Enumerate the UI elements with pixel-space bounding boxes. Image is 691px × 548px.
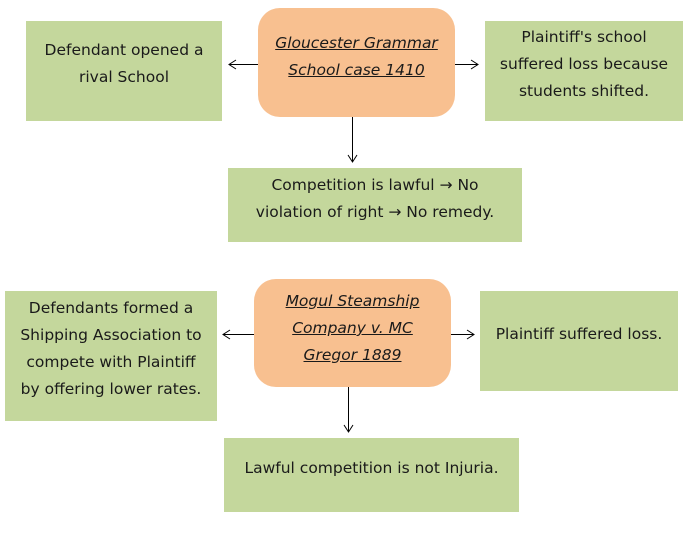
case-title-line: School case 1410: [288, 61, 425, 79]
box-text-line: Defendants formed a: [28, 299, 194, 317]
box-text-line: students shifted.: [518, 82, 650, 100]
box-text-line: Defendant opened a: [44, 41, 204, 59]
defendant-action-box-2: Defendants formed a Shipping Association…: [5, 291, 217, 421]
arrow-left-icon: [222, 329, 254, 340]
plaintiff-loss-box-1: Plaintiff's school suffered loss because…: [485, 21, 683, 121]
result-box-2: Lawful competition is not Injuria.: [224, 438, 519, 512]
case-title-line: Gloucester Grammar: [275, 34, 438, 52]
box-text-line: Lawful competition is not Injuria.: [244, 459, 499, 477]
arrow-down-icon: [347, 117, 358, 163]
arrow-right-icon: [451, 329, 475, 340]
plaintiff-loss-box-2: Plaintiff suffered loss.: [480, 291, 678, 391]
result-box-1: Competition is lawful → No violation of …: [228, 168, 522, 242]
case-title-line: Mogul Steamship: [285, 292, 420, 310]
box-text-line: rival School: [78, 68, 170, 86]
case-box-mogul: Mogul Steamship Company v. MC Gregor 188…: [254, 279, 451, 387]
box-text-line: violation of right → No remedy.: [255, 203, 495, 221]
box-text-line: Plaintiff suffered loss.: [495, 325, 663, 343]
box-text-line: suffered loss because: [499, 55, 669, 73]
case-box-gloucester: Gloucester Grammar School case 1410: [258, 8, 455, 117]
defendant-action-box-1: Defendant opened a rival School: [26, 21, 222, 121]
arrow-left-icon: [228, 59, 258, 70]
case-title-line: Company v. MC: [292, 319, 413, 337]
box-text-line: Competition is lawful → No: [271, 176, 479, 194]
arrow-right-icon: [455, 59, 479, 70]
box-text-line: Plaintiff's school: [521, 28, 647, 46]
arrow-down-icon: [343, 387, 354, 433]
box-text-line: Shipping Association to: [20, 326, 202, 344]
box-text-line: compete with Plaintiff: [26, 353, 196, 371]
case-title-line: Gregor 1889: [303, 346, 402, 364]
box-text-line: by offering lower rates.: [20, 380, 202, 398]
